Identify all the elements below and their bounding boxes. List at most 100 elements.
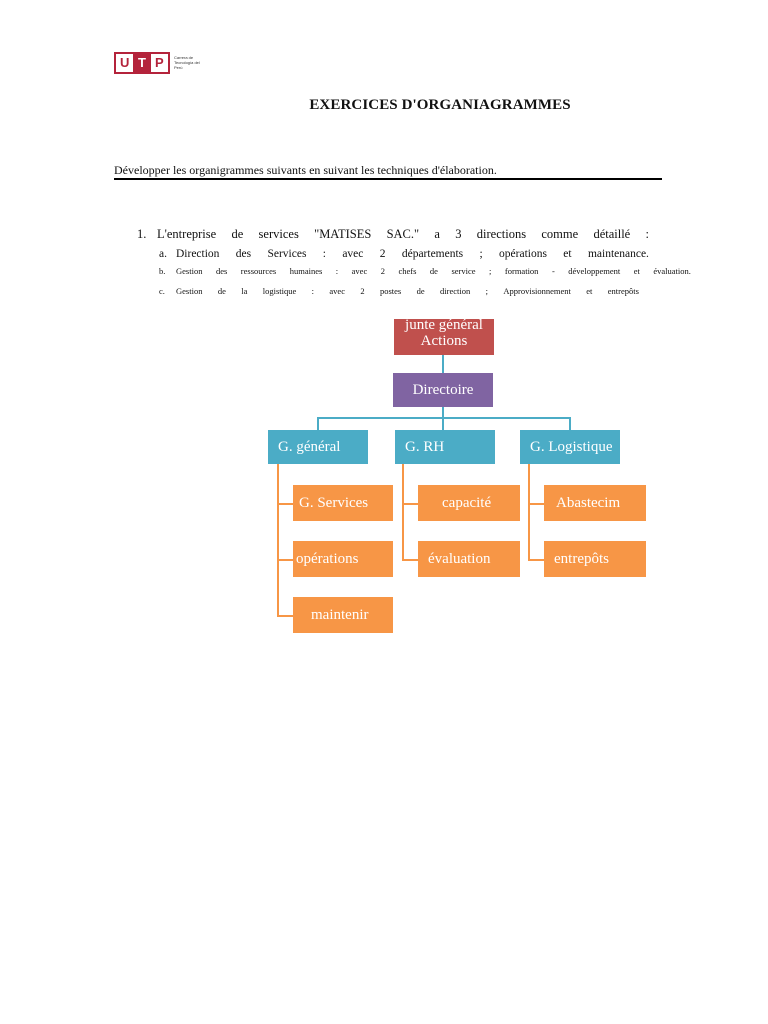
word: direction [440, 286, 471, 296]
item-text: Gestion de la logistique: avec 2 postes de direc… [176, 286, 639, 296]
capacite-box: capacité [418, 485, 520, 521]
maintenir-box: maintenir [293, 597, 393, 633]
question-1: 1. L'entreprise de services "MATISES SAC." a 3… [137, 227, 649, 242]
word: chefs [398, 266, 417, 276]
word: Approvisionnement [503, 286, 571, 296]
word: Direction [176, 248, 220, 260]
tick [277, 559, 293, 561]
word: : [335, 266, 339, 276]
tick [277, 615, 293, 617]
word: Gestion [176, 286, 203, 296]
word: service [451, 266, 476, 276]
word: a [434, 227, 440, 241]
word: L'entreprise [157, 227, 217, 241]
word: et [633, 266, 640, 276]
word: de [231, 227, 244, 241]
word: entrepôts [607, 286, 639, 296]
word: comme [541, 227, 579, 241]
word: ressources [240, 266, 277, 276]
top-box-label: junte général Actions [405, 319, 483, 349]
logo-subtitle: Carrera de Tecnología del Perú [174, 55, 200, 70]
word: formation [504, 266, 539, 276]
abastecim-box: Abastecim [544, 485, 646, 521]
connector-g2 [442, 417, 444, 430]
operations-box: opérations [293, 541, 393, 577]
word: des [215, 266, 228, 276]
word: SAC." [386, 227, 420, 241]
g-general-box: G. général [268, 430, 368, 464]
word: "MATISES [314, 227, 372, 241]
word: et [586, 286, 593, 296]
logo-letter-u: U [116, 54, 134, 72]
word: et [563, 248, 572, 260]
word: 3 [455, 227, 462, 241]
word: 2 [360, 286, 365, 296]
word: logistique [262, 286, 297, 296]
word: : [645, 227, 649, 241]
logo-letter-t: T [133, 54, 151, 72]
logo-letter-p: P [150, 54, 168, 72]
word: évaluation. [653, 266, 691, 276]
entrepots-box: entrepôts [544, 541, 646, 577]
word: de [217, 286, 226, 296]
tick [402, 559, 418, 561]
item-c: c. Gestion de la logistique: avec 2 postes de di… [159, 286, 639, 296]
item-a: a. Direction des Services: avec 2 département… [159, 248, 649, 260]
branch-line-general [277, 464, 279, 616]
connector-g1 [317, 417, 319, 430]
question-number: 1. [137, 227, 147, 241]
intro-text: Développer les organigrammes suivants en… [114, 163, 497, 177]
g-services-box: G. Services [293, 485, 393, 521]
divider-line [114, 178, 662, 180]
word: - [551, 266, 555, 276]
word: ; [479, 248, 483, 260]
word: de [429, 266, 438, 276]
evaluation-box: évaluation [418, 541, 520, 577]
question-text: L'entreprise de services "MATISES SAC." a 3 dir… [157, 227, 649, 242]
tick [277, 503, 293, 505]
word: postes [379, 286, 402, 296]
word: opérations [499, 248, 547, 260]
word: détaillé [593, 227, 631, 241]
word: : [322, 248, 326, 260]
word: Services [267, 248, 307, 260]
connector-branch [317, 417, 571, 419]
word: avec [342, 248, 364, 260]
logo-mark: U T P [114, 52, 170, 74]
word: humaines [289, 266, 323, 276]
utp-logo: U T P Carrera de Tecnología del Perú [114, 52, 202, 74]
word: 2 [380, 266, 385, 276]
item-letter: c. [159, 286, 165, 296]
word: avec [351, 266, 368, 276]
word: la [241, 286, 248, 296]
word: : [311, 286, 315, 296]
word: Gestion [176, 266, 203, 276]
item-letter: b. [159, 266, 166, 276]
word: 2 [379, 248, 386, 260]
word: de [416, 286, 425, 296]
tick [528, 503, 544, 505]
word: services [258, 227, 299, 241]
word: développement [568, 266, 621, 276]
word: ; [485, 286, 488, 296]
word: ; [489, 266, 492, 276]
item-letter: a. [159, 248, 167, 260]
word: maintenance. [587, 248, 649, 260]
g-logistique-box: G. Logistique [520, 430, 620, 464]
connector-dir [442, 407, 444, 418]
word: départements [401, 248, 464, 260]
item-text: Gestion des ressources humaines: avec 2 chefs d… [176, 266, 691, 276]
word: directions [476, 227, 527, 241]
tick [528, 559, 544, 561]
word: des [235, 248, 252, 260]
item-text: Direction des Services: avec 2 départements; o… [176, 248, 649, 260]
top-box: junte général Actions [394, 319, 494, 355]
connector-top [442, 355, 444, 373]
page-title: EXERCICES D'ORGANIAGRAMMES [309, 97, 571, 113]
g-rh-box: G. RH [395, 430, 495, 464]
branch-line-rh [402, 464, 404, 561]
branch-line-logistique [528, 464, 530, 561]
connector-g3 [569, 417, 571, 430]
item-b: b. Gestion des ressources humaines: avec 2 che… [159, 266, 691, 276]
word: avec [329, 286, 345, 296]
